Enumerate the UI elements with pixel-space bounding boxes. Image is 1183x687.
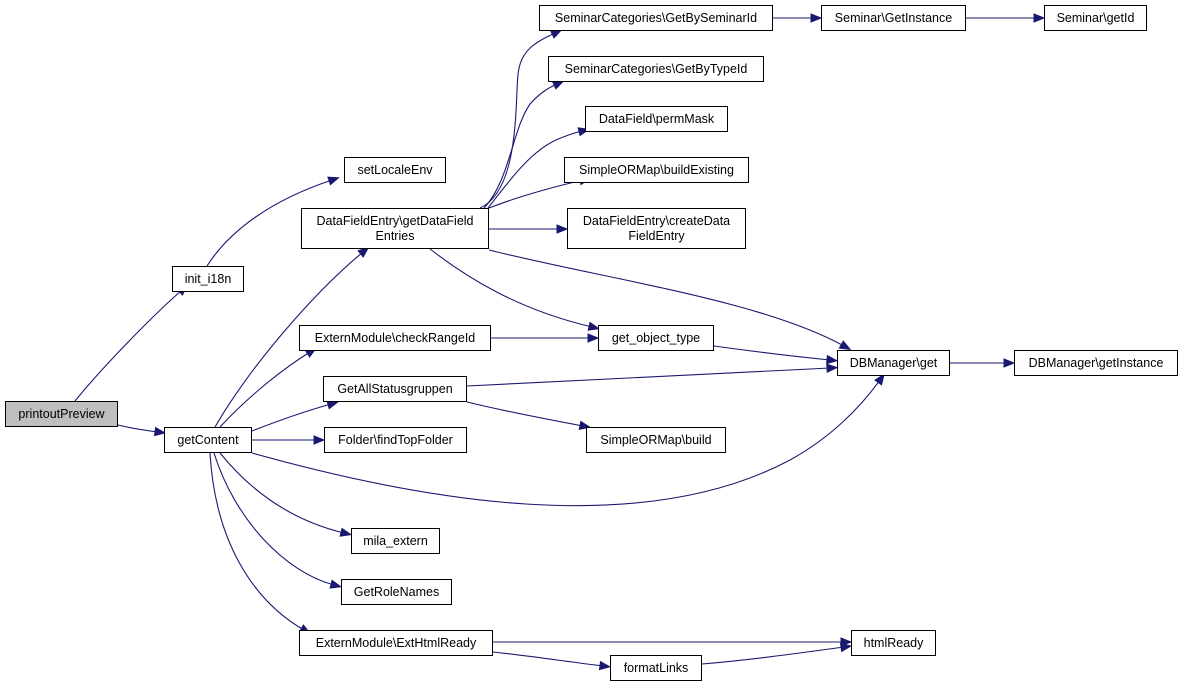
node-label: SimpleORMap\build — [600, 432, 712, 447]
node-externmodule-exthtmlready[interactable]: ExternModule\ExtHtmlReady — [299, 630, 493, 656]
node-seminarcategories-getbyseminarid[interactable]: SeminarCategories\GetBySeminarId — [539, 5, 773, 31]
node-datafieldentry-createdatafieldentry[interactable]: DataFieldEntry\createData FieldEntry — [567, 208, 746, 249]
edge-printoutpreview-to-init_i18n — [74, 289, 183, 402]
node-label: DBManager\getInstance — [1028, 355, 1164, 370]
node-label: GetAllStatusgruppen — [337, 381, 453, 396]
arrowhead-dbmanager_get — [874, 373, 885, 386]
arrowhead-datafieldentry_getdatafieldentries — [357, 246, 370, 258]
node-seminar-getid[interactable]: Seminar\getId — [1044, 5, 1147, 31]
node-label: SeminarCategories\GetBySeminarId — [554, 10, 758, 25]
edge-getallstatusgruppen-to-dbmanager_get — [466, 367, 831, 387]
edge-formatlinks-to-htmlready — [701, 646, 845, 665]
edge-getcontent-to-getrolenames — [213, 452, 335, 586]
arrowhead-getcontent — [153, 426, 167, 437]
edge-getcontent-to-getallstatusgruppen — [251, 403, 332, 432]
edge-getallstatusgruppen-to-simpleormap_build — [466, 401, 584, 427]
node-label: getContent — [177, 432, 239, 447]
arrowhead-dbmanager_get — [838, 340, 852, 351]
node-mila-extern[interactable]: mila_extern — [351, 528, 440, 554]
arrowhead-mila_extern — [339, 527, 353, 537]
node-label: formatLinks — [623, 660, 689, 675]
node-label: DataField\permMask — [598, 111, 715, 126]
edge-init_i18n-to-setlocaleenv — [206, 179, 333, 267]
node-getallstatusgruppen[interactable]: GetAllStatusgruppen — [323, 376, 467, 402]
edge-getcontent-to-dbmanager_get — [251, 379, 881, 507]
edge-datafieldentry_getdatafieldentries-to-simpleormap_buildexisting — [488, 179, 584, 209]
node-simpleormap-build[interactable]: SimpleORMap\build — [586, 427, 726, 453]
node-label: ExternModule\checkRangeId — [314, 330, 476, 345]
node-seminar-getinstance[interactable]: Seminar\GetInstance — [821, 5, 966, 31]
node-formatlinks[interactable]: formatLinks — [610, 655, 702, 681]
node-htmlready[interactable]: htmlReady — [851, 630, 936, 656]
arrowhead-dbmanager_get — [826, 363, 839, 373]
node-folder-findtopfolder[interactable]: Folder\findTopFolder — [324, 427, 467, 453]
edge-getcontent-to-datafieldentry_getdatafieldentries — [214, 251, 364, 428]
node-label: printoutPreview — [18, 406, 105, 421]
node-label: Seminar\getId — [1056, 10, 1135, 25]
edge-datafieldentry_getdatafieldentries-to-datafield_permmask — [487, 130, 583, 209]
node-label-line-2: FieldEntry — [628, 228, 685, 243]
node-label: htmlReady — [863, 635, 924, 650]
node-label: SeminarCategories\GetByTypeId — [564, 61, 748, 76]
node-dbmanager-getinstance[interactable]: DBManager\getInstance — [1014, 350, 1178, 376]
edge-printoutpreview-to-getcontent — [117, 424, 159, 433]
node-externmodule-checkrangeid[interactable]: ExternModule\checkRangeId — [299, 325, 491, 351]
arrowhead-datafieldentry_createdatafieldentry — [556, 224, 569, 234]
arrowhead-get_object_type — [587, 333, 600, 343]
arrowhead-setlocaleenv — [327, 176, 340, 186]
node-seminarcategories-getbytypeid[interactable]: SeminarCategories\GetByTypeId — [548, 56, 764, 82]
arrowhead-dbmanager_getinstance — [1003, 358, 1016, 368]
node-label: setLocaleEnv — [357, 162, 433, 177]
node-label: mila_extern — [363, 533, 428, 548]
arrowhead-get_object_type — [587, 321, 601, 331]
arrowhead-seminar_getid — [1033, 13, 1046, 23]
node-label: SimpleORMap\buildExisting — [579, 162, 734, 177]
node-label: GetRoleNames — [353, 584, 440, 599]
node-label: Folder\findTopFolder — [338, 432, 453, 447]
edge-get_object_type-to-dbmanager_get — [713, 345, 831, 361]
arrowhead-getrolenames — [329, 579, 343, 589]
arrowhead-seminar_getinstance — [810, 13, 823, 23]
edge-getcontent-to-externmodule_exthtmlready — [209, 452, 305, 631]
node-init-i18n[interactable]: init_i18n — [172, 266, 244, 292]
node-label-line-1: DataFieldEntry\getDataField — [316, 213, 474, 228]
arrowhead-formatlinks — [598, 660, 612, 671]
node-label-line-2: Entries — [375, 228, 415, 243]
arrowhead-seminarcategories_getbytypeid — [551, 80, 565, 90]
arrowhead-seminarcategories_getbyseminarid — [549, 29, 563, 39]
node-datafieldentry-getdatafieldentries[interactable]: DataFieldEntry\getDataField Entries — [301, 208, 489, 249]
node-datafield-permmask[interactable]: DataField\permMask — [585, 106, 728, 132]
arrowhead-htmlready — [839, 642, 853, 653]
node-label: ExternModule\ExtHtmlReady — [315, 635, 477, 650]
node-label: init_i18n — [184, 271, 232, 286]
edge-getcontent-to-externmodule_checkrangeid — [219, 351, 311, 428]
node-label: Seminar\GetInstance — [834, 10, 953, 25]
arrowhead-getallstatusgruppen — [326, 400, 339, 410]
edge-datafieldentry_getdatafieldentries-to-get_object_type — [429, 248, 593, 328]
node-getcontent[interactable]: getContent — [164, 427, 252, 453]
node-label-line-1: DataFieldEntry\createData — [582, 213, 731, 228]
edge-datafieldentry_getdatafieldentries-to-seminarcategories_getbyseminarid — [479, 32, 556, 209]
node-getrolenames[interactable]: GetRoleNames — [341, 579, 452, 605]
node-get-object-type[interactable]: get_object_type — [598, 325, 714, 351]
arrowhead-dbmanager_get — [826, 354, 839, 365]
edge-getcontent-to-mila_extern — [219, 452, 345, 534]
node-setlocaleenv[interactable]: setLocaleEnv — [344, 157, 446, 183]
node-simpleormap-buildexisting[interactable]: SimpleORMap\buildExisting — [564, 157, 749, 183]
arrowhead-folder_findtopfolder — [313, 435, 326, 445]
node-printoutpreview: printoutPreview — [5, 401, 118, 427]
edge-datafieldentry_getdatafieldentries-to-dbmanager_get — [488, 249, 845, 347]
node-label: get_object_type — [611, 330, 701, 345]
node-label: DBManager\get — [849, 355, 938, 370]
edge-datafieldentry_getdatafieldentries-to-seminarcategories_getbytypeid — [483, 83, 558, 209]
edge-externmodule_exthtmlready-to-formatlinks — [492, 651, 604, 667]
node-dbmanager-get[interactable]: DBManager\get — [837, 350, 950, 376]
edge-layer — [74, 13, 1046, 671]
